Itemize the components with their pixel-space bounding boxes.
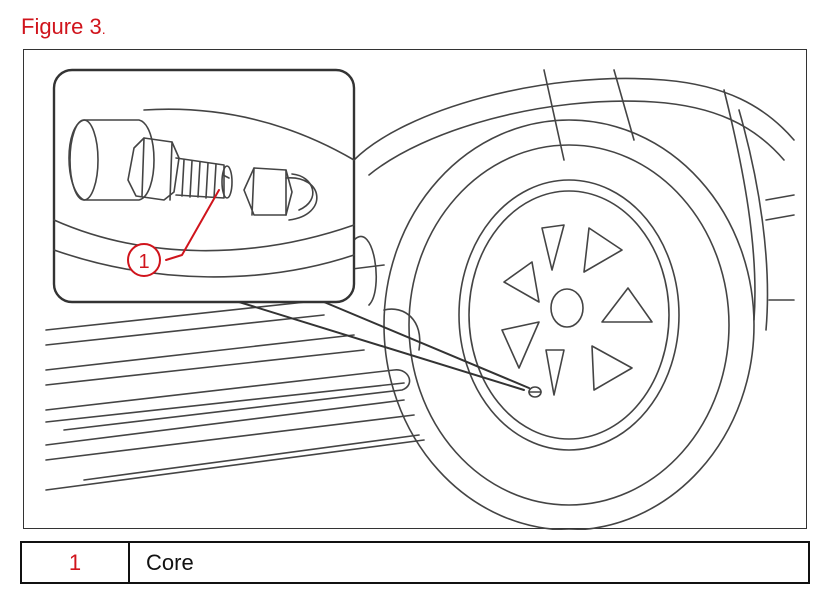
legend-label: Core <box>146 549 194 575</box>
vehicle-body <box>343 69 795 351</box>
callout-1-number: 1 <box>138 251 149 273</box>
figure-title-text: Figure 3 <box>21 14 102 39</box>
figure-title: Figure 3. <box>21 16 106 38</box>
legend-table: 1 Core <box>20 541 810 584</box>
zoom-inset <box>52 68 356 304</box>
running-board <box>45 299 425 491</box>
tire-valve-illustration: 1 <box>45 68 795 530</box>
callout-1 <box>127 189 220 277</box>
wheel <box>383 119 755 530</box>
zoom-leader-lines <box>238 301 530 391</box>
legend-number: 1 <box>22 543 130 582</box>
illustration-panel: 1 <box>23 49 807 530</box>
figure-title-suffix: . <box>101 21 106 37</box>
